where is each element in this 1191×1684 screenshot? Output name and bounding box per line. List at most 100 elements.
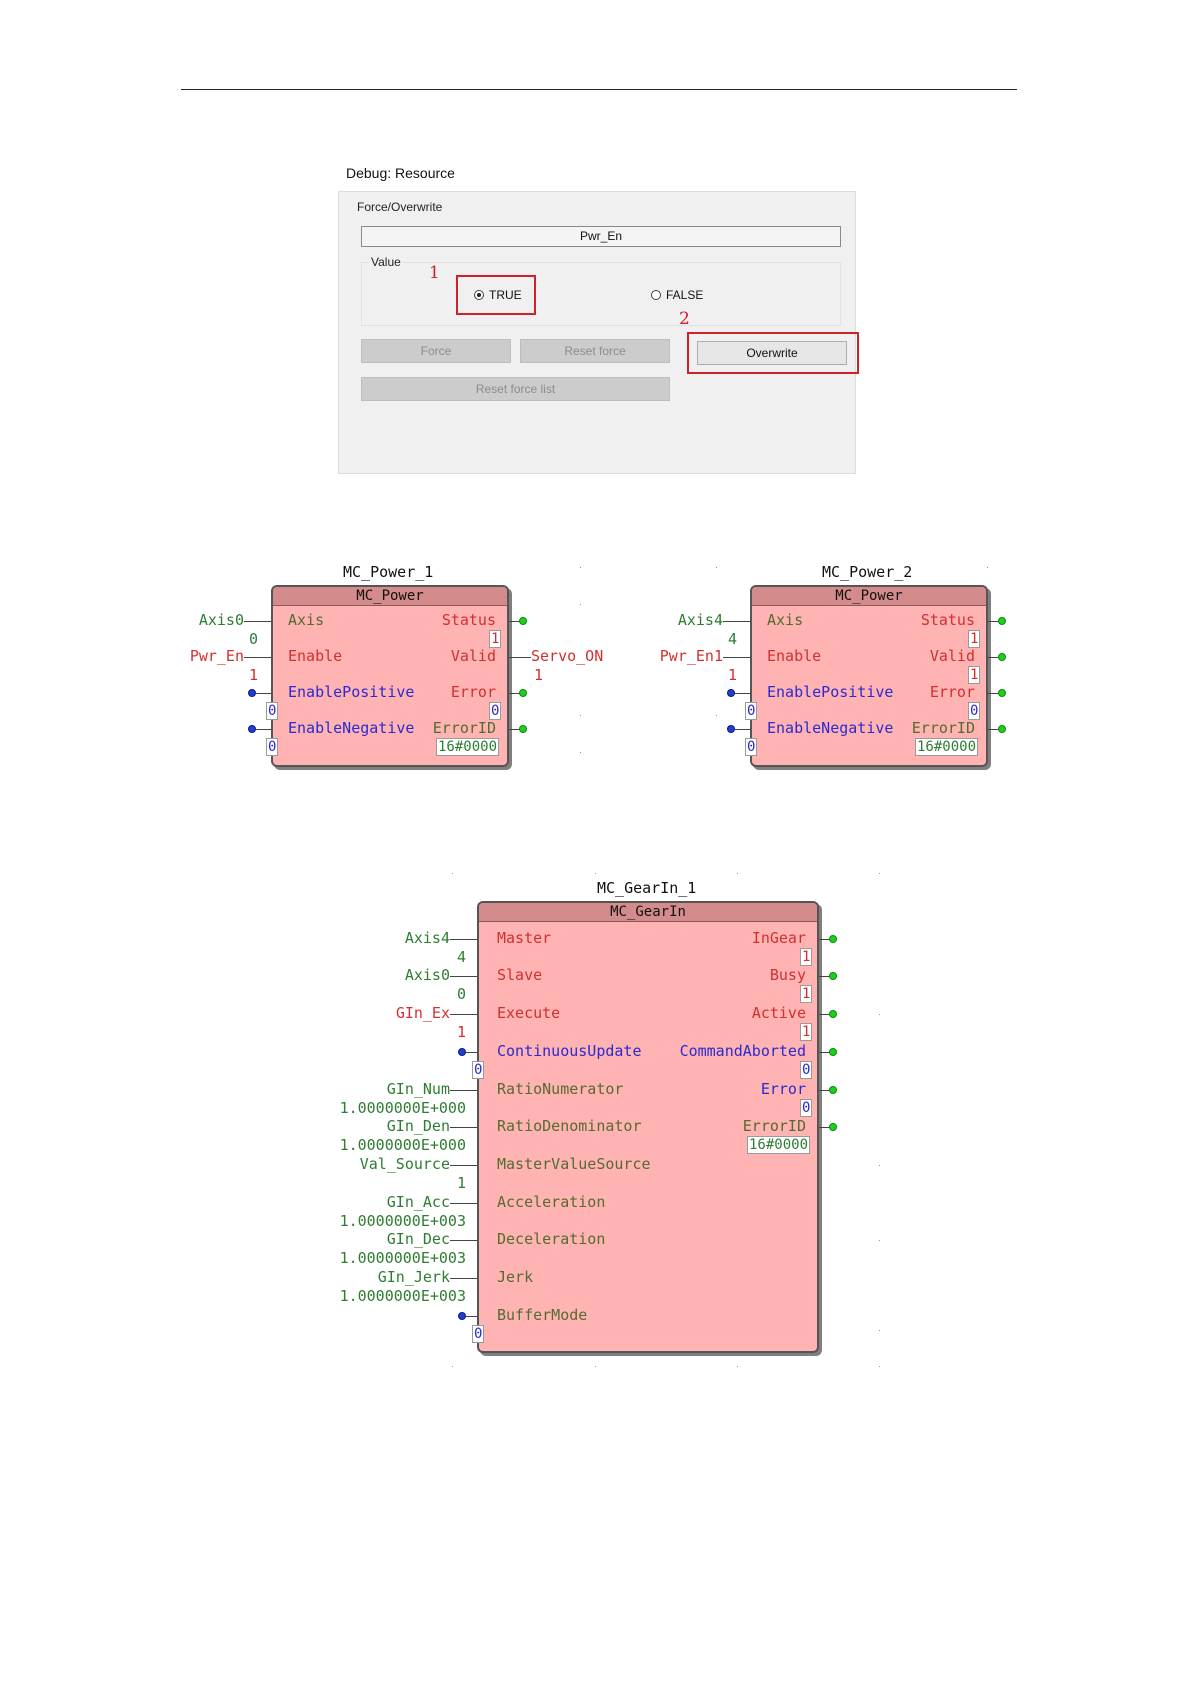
power2-in-enable-val: 1 [728, 666, 738, 684]
gearin-in-contupdate-val: 0 [472, 1061, 485, 1079]
gearin-out-errorid-val: 16#0000 [747, 1136, 811, 1154]
gearin-in-slave-val: 0 [456, 985, 466, 1003]
annotation-1: 1 [429, 263, 440, 283]
gearin-in-contupdate-pin[interactable] [458, 1048, 466, 1056]
power1-out-valid-wire [509, 657, 531, 658]
gearin-out-error-pin[interactable] [829, 1086, 837, 1094]
gearin-out-cmdaborted-wire [819, 1052, 833, 1053]
power2-pin-valid: Valid [929, 647, 975, 665]
power1-out-errorid-wire [509, 729, 523, 730]
gearin-out-ingear-val: 1 [800, 948, 813, 966]
grid-dot [716, 567, 717, 568]
power2-in-axis-val: 4 [728, 630, 738, 648]
gearin-in-buffermode-pin[interactable] [458, 1312, 466, 1320]
power2-out-status-wire [988, 621, 1002, 622]
power2-out-valid-val: 1 [968, 666, 981, 684]
power2-block[interactable]: MC_Power [750, 585, 988, 767]
grid-dot [595, 1366, 596, 1367]
dialog-title: Debug: Resource [346, 165, 455, 181]
gearin-out-ingear-pin[interactable] [829, 935, 837, 943]
radio-false-label: FALSE [666, 288, 704, 302]
gearin-in-execute-var: GIn_Ex [395, 1004, 450, 1022]
power2-in-axis-wire [723, 621, 750, 622]
power2-in-enpos-pin[interactable] [727, 689, 735, 697]
radio-false[interactable]: FALSE [651, 288, 703, 302]
gearin-type: MC_GearIn [479, 903, 817, 922]
gearin-in-ratioden-wire [450, 1127, 477, 1128]
power1-block[interactable]: MC_Power [271, 585, 509, 767]
force-button[interactable]: Force [361, 339, 511, 363]
power2-out-status-pin[interactable] [998, 617, 1006, 625]
power1-in-enneg-pin[interactable] [248, 725, 256, 733]
gearin-in-mvsource-var: Val_Source [359, 1155, 450, 1173]
gearin-in-rationum-val: 1.0000000E+000 [339, 1099, 466, 1117]
power1-out-error-val: 0 [489, 702, 502, 720]
radio-false-indicator [651, 290, 661, 300]
power2-in-enpos-val: 0 [745, 702, 758, 720]
power2-in-enneg-wire [735, 729, 750, 730]
debug-resource-dialog: Force/Overwrite Pwr_En Value 1 TRUE FALS… [338, 191, 859, 474]
gearin-out-busy-val: 1 [800, 985, 813, 1003]
power2-pin-enablepositive: EnablePositive [767, 683, 894, 701]
power1-in-enneg-val: 0 [266, 738, 279, 756]
power1-out-status-wire [509, 621, 523, 622]
power1-pin-enablepositive: EnablePositive [288, 683, 415, 701]
gearin-out-cmdaborted-val: 0 [800, 1061, 813, 1079]
grid-dot [737, 1366, 738, 1367]
power2-in-enable-var: Pwr_En1 [659, 647, 723, 665]
power1-in-enable-wire [244, 657, 271, 658]
power2-out-errorid-pin[interactable] [998, 725, 1006, 733]
power1-in-axis-wire [244, 621, 271, 622]
gearin-pin-ratiodenominator: RatioDenominator [497, 1117, 642, 1135]
grid-dot [716, 715, 717, 716]
gearin-pin-rationumerator: RatioNumerator [497, 1080, 624, 1098]
gearin-out-cmdaborted-pin[interactable] [829, 1048, 837, 1056]
power2-out-error-pin[interactable] [998, 689, 1006, 697]
power2-in-axis-var: Axis4 [677, 611, 723, 629]
gearin-pin-active: Active [751, 1004, 806, 1022]
power2-out-error-wire [988, 693, 1002, 694]
grid-dot [879, 1366, 880, 1367]
grid-dot [580, 752, 581, 753]
power1-out-status-val: 1 [489, 630, 502, 648]
power1-pin-errorid: ErrorID [432, 719, 496, 737]
power2-in-enneg-pin[interactable] [727, 725, 735, 733]
variable-name-field[interactable]: Pwr_En [361, 226, 841, 247]
power1-out-status-pin[interactable] [519, 617, 527, 625]
power1-out-error-pin[interactable] [519, 689, 527, 697]
power1-in-enneg-wire [256, 729, 271, 730]
grid-dot [737, 873, 738, 874]
page-header-rule [181, 89, 1017, 90]
power1-pin-axis: Axis [288, 611, 325, 629]
radio-true[interactable]: TRUE [474, 288, 522, 302]
gearin-in-slave-var: Axis0 [404, 966, 450, 984]
grid-dot [580, 715, 581, 716]
power2-out-errorid-wire [988, 729, 1002, 730]
overwrite-button[interactable]: Overwrite [697, 341, 847, 365]
gearin-in-execute-wire [450, 1014, 477, 1015]
power2-in-enable-wire [723, 657, 750, 658]
gearin-in-dec-val: 1.0000000E+003 [339, 1249, 466, 1267]
gearin-in-mvsource-val: 1 [456, 1174, 466, 1192]
radio-true-label: TRUE [489, 288, 522, 302]
gearin-out-errorid-pin[interactable] [829, 1123, 837, 1131]
gearin-pin-ingear: InGear [751, 929, 806, 947]
gearin-pin-execute: Execute [497, 1004, 561, 1022]
power2-out-valid-pin[interactable] [998, 653, 1006, 661]
power1-in-axis-val: 0 [249, 630, 259, 648]
power2-out-errorid-val: 16#0000 [915, 738, 979, 756]
gearin-block[interactable]: MC_GearIn [477, 901, 819, 1353]
reset-force-button[interactable]: Reset force [520, 339, 670, 363]
power1-out-valid-var: Servo_ON [531, 647, 604, 665]
power2-pin-error: Error [929, 683, 975, 701]
power1-out-errorid-pin[interactable] [519, 725, 527, 733]
grid-dot [452, 1366, 453, 1367]
gearin-in-jerk-val: 1.0000000E+003 [339, 1287, 466, 1305]
power2-out-status-val: 1 [968, 630, 981, 648]
reset-force-list-button[interactable]: Reset force list [361, 377, 670, 401]
gearin-out-active-pin[interactable] [829, 1010, 837, 1018]
gearin-in-dec-wire [450, 1240, 477, 1241]
power1-in-enpos-pin[interactable] [248, 689, 256, 697]
gearin-out-busy-pin[interactable] [829, 972, 837, 980]
gearin-in-ratioden-var: GIn_Den [386, 1117, 450, 1135]
